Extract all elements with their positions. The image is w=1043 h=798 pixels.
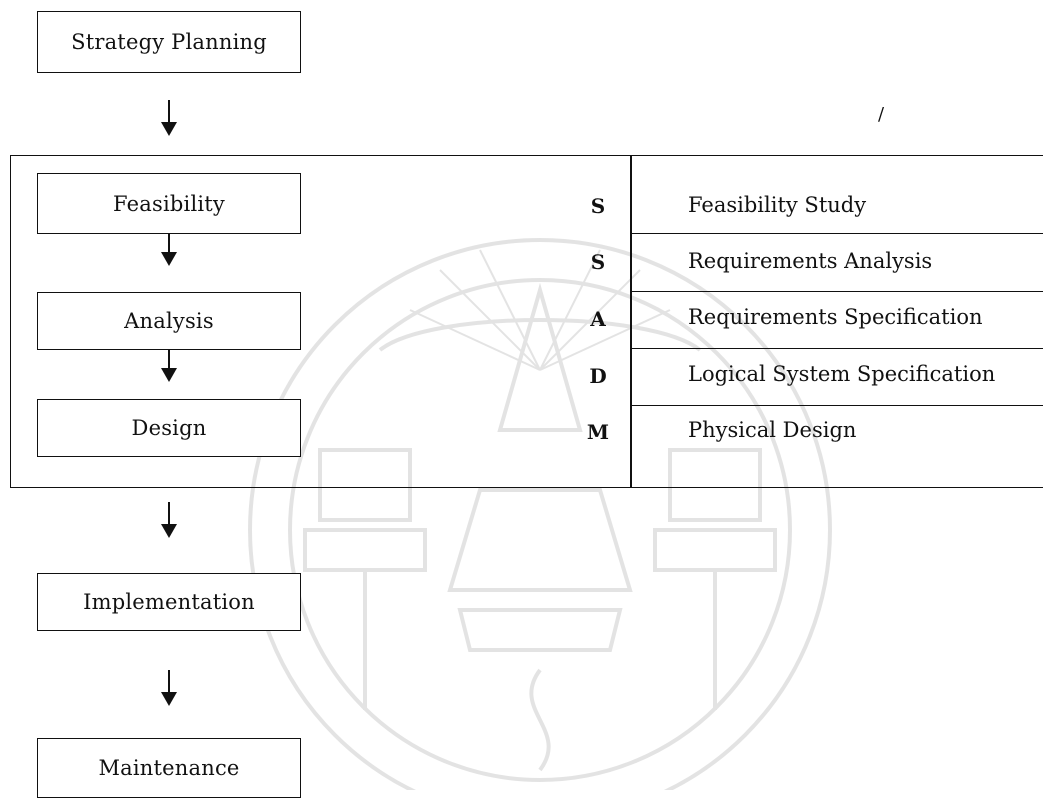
analysis-box: Analysis — [37, 292, 301, 350]
table-row-divider — [630, 291, 1043, 293]
table-row-divider — [630, 348, 1043, 350]
analysis-label: Analysis — [124, 309, 214, 333]
arrow-down-icon — [157, 670, 181, 706]
ssadm-frame — [10, 155, 1043, 488]
table-row-divider — [630, 233, 1043, 235]
university-seal-watermark — [248, 238, 832, 790]
implementation-label: Implementation — [83, 590, 255, 614]
ssadm-letter: S — [590, 194, 606, 218]
phase-label: Requirements Specification — [688, 305, 983, 329]
table-row-divider — [630, 405, 1043, 407]
arrow-down-icon — [157, 100, 181, 136]
ssadm-divider — [630, 155, 632, 488]
implementation-box: Implementation — [37, 573, 301, 631]
design-box: Design — [37, 399, 301, 457]
maintenance-box: Maintenance — [37, 738, 301, 798]
arrow-down-icon — [157, 502, 181, 538]
arrow-down-icon — [157, 350, 181, 386]
stray-mark: / — [878, 104, 885, 125]
phase-label: Logical System Specification — [688, 362, 996, 386]
phase-label: Requirements Analysis — [688, 249, 933, 273]
ssadm-letter: D — [589, 364, 607, 388]
strategy-planning-box: Strategy Planning — [37, 11, 301, 73]
ssadm-letter: S — [590, 250, 606, 274]
phase-label: Physical Design — [688, 418, 857, 442]
feasibility-box: Feasibility — [37, 173, 301, 234]
feasibility-label: Feasibility — [113, 191, 225, 216]
ssadm-letter: A — [590, 307, 606, 331]
arrow-down-icon — [157, 234, 181, 270]
phase-label: Feasibility Study — [688, 193, 867, 217]
maintenance-label: Maintenance — [98, 756, 240, 780]
design-label: Design — [131, 416, 207, 440]
strategy-planning-label: Strategy Planning — [71, 30, 267, 54]
ssadm-letter: M — [586, 420, 610, 444]
